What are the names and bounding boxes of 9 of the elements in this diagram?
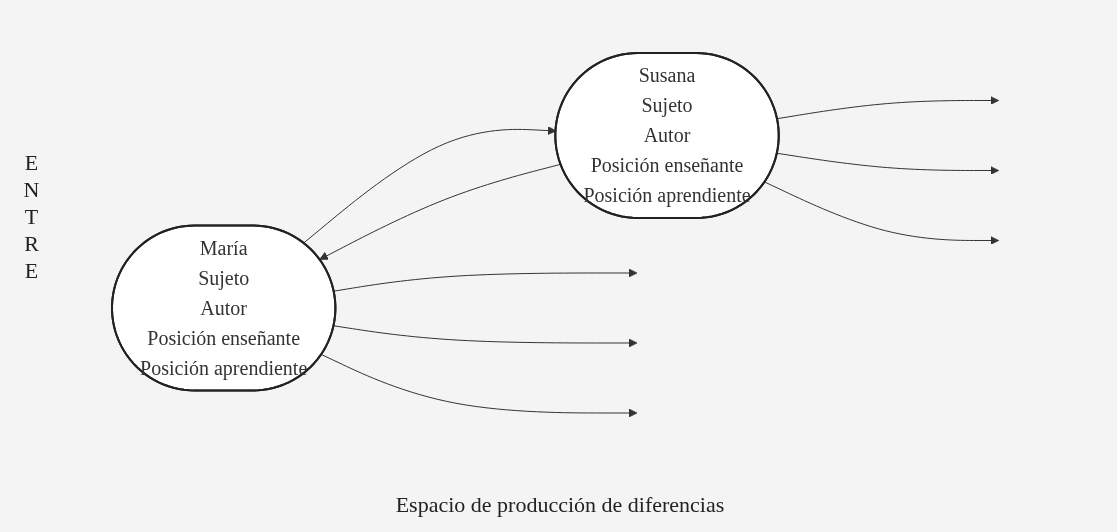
- arrow: [333, 268, 638, 292]
- arrow: [776, 95, 999, 119]
- arrow: [333, 324, 638, 347]
- arrow: [320, 353, 638, 417]
- arrow: [318, 163, 561, 260]
- center-caption: Espacio de producción de diferencias: [394, 492, 726, 518]
- vertical-word: ENTRE: [18, 150, 44, 285]
- arrow: [764, 181, 999, 245]
- arrow: [776, 152, 999, 175]
